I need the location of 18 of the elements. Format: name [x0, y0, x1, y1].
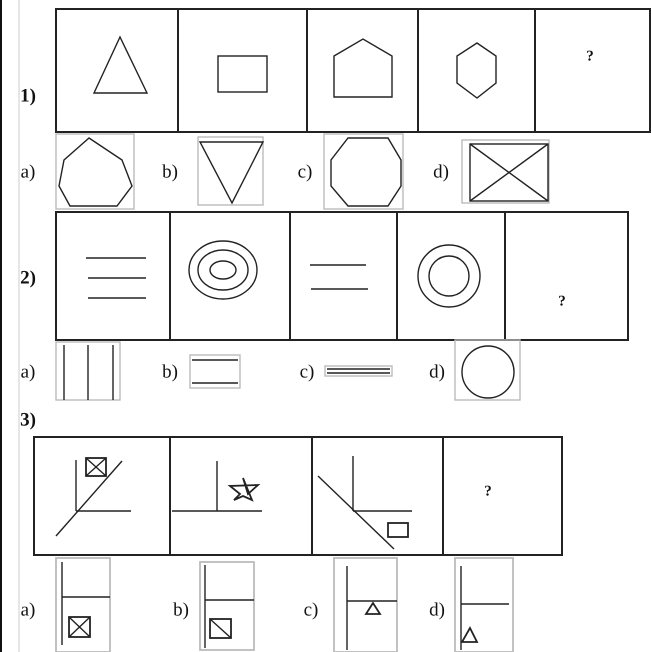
- option-letter: c): [298, 162, 312, 182]
- option-letter: d): [429, 362, 445, 382]
- row-number: 3): [20, 410, 36, 430]
- option-letter: c): [300, 362, 314, 382]
- question-mark: ?: [558, 294, 566, 310]
- row-number: 1): [20, 86, 36, 106]
- option-letter: a): [20, 162, 36, 182]
- row-number: 2): [20, 268, 36, 288]
- option-letter: d): [429, 600, 445, 620]
- option-letter: a): [20, 600, 36, 620]
- option-letter: a): [20, 362, 36, 382]
- option-letter: d): [433, 162, 449, 182]
- option-letter: b): [162, 362, 178, 382]
- option-letter: b): [162, 162, 178, 182]
- question-mark: ?: [586, 50, 594, 64]
- option-letter: c): [304, 600, 318, 620]
- question-mark: ?: [484, 484, 492, 500]
- option-letter: b): [173, 600, 189, 620]
